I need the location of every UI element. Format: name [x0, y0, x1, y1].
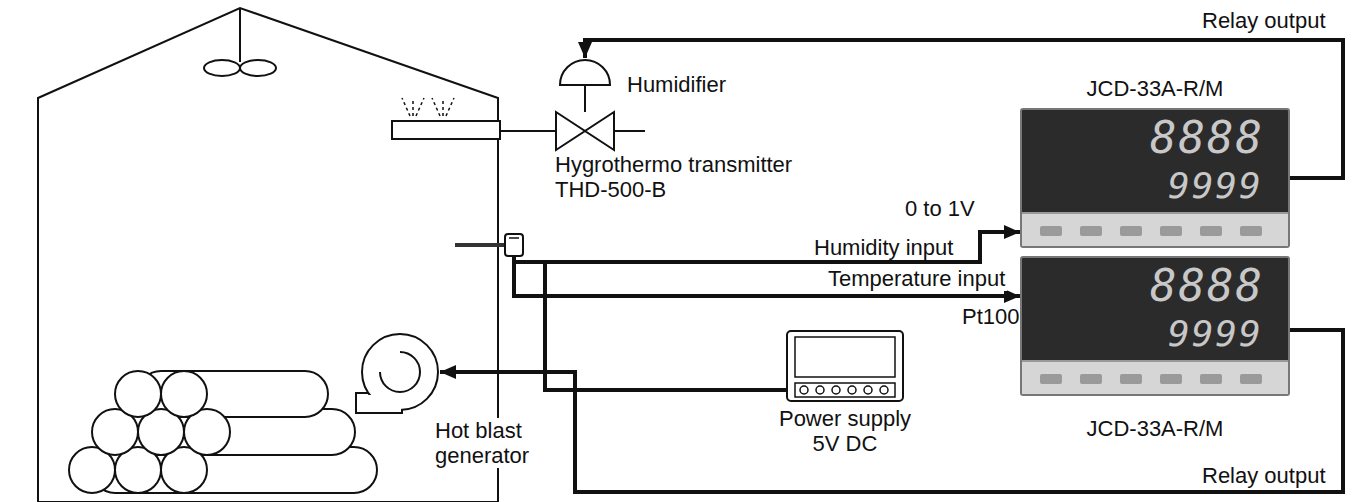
power-supply-unit	[775, 330, 915, 402]
display-digits: 9999	[1168, 166, 1263, 206]
valve-symbol	[555, 55, 775, 152]
fan-blade	[204, 60, 240, 76]
node-label: Humidifier	[627, 72, 767, 97]
spray	[402, 98, 454, 116]
panel-button	[1240, 226, 1262, 236]
power-supply: Power supply 5V DC	[775, 330, 915, 460]
signal-wire	[514, 262, 1020, 296]
node-label: Hygrothermo transmitter THD-500-B	[555, 152, 817, 202]
display-digits: 8888	[1150, 114, 1264, 162]
panel-button	[1120, 374, 1142, 384]
pipe	[614, 130, 645, 132]
panel-button	[1160, 226, 1182, 236]
display-digits: 8888	[1150, 262, 1264, 310]
panel-button	[1120, 226, 1142, 236]
pipe	[500, 130, 556, 132]
panel-button	[1040, 226, 1062, 236]
sprayer-bar	[392, 121, 500, 139]
humidifier-valve: Humidifier	[555, 55, 775, 152]
wire-label: Humidity input	[812, 235, 955, 260]
signal-wire	[545, 262, 787, 390]
panel-button	[1200, 226, 1222, 236]
node-label: Power supply 5V DC	[775, 406, 915, 456]
panel-button	[1240, 374, 1262, 384]
controller: JCD-33A-R/M	[1020, 76, 1290, 248]
fan-rod	[239, 8, 241, 62]
hygrothermo-transmitter: Hygrothermo transmitter THD-500-B	[450, 152, 820, 262]
signal-range: 0 to 1V	[905, 196, 975, 221]
wire-label: Relay output	[1200, 463, 1328, 488]
button-strip	[1022, 212, 1288, 246]
hot-blast-generator: Hot blast generator	[355, 332, 545, 472]
greenhouse-outline	[38, 8, 498, 502]
display-digits: 9999	[1168, 314, 1263, 354]
node-label: JCD-33A-R/M	[1020, 76, 1290, 101]
wire-label: Temperature input	[826, 266, 1007, 291]
panel-button	[1160, 374, 1182, 384]
panel-button	[1080, 226, 1102, 236]
signal-wire	[514, 232, 1020, 262]
logs	[69, 371, 377, 493]
panel-button	[1200, 374, 1222, 384]
button-strip	[1022, 360, 1288, 394]
wire-label: Relay output	[1200, 8, 1328, 33]
fan-blade	[240, 60, 276, 76]
sensor-type: Pt100	[962, 304, 1020, 329]
panel-button	[1040, 374, 1062, 384]
panel-button	[1080, 374, 1102, 384]
node-label: Hot blast generator	[435, 418, 545, 468]
node-label: JCD-33A-R/M	[1020, 416, 1290, 441]
